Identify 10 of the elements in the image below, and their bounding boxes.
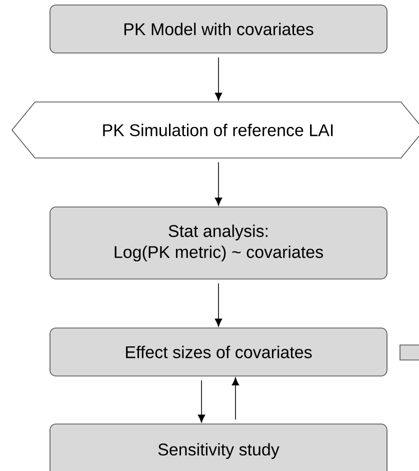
arrow [214,162,222,206]
arrow [214,283,222,327]
arrow [214,57,222,101]
process-box: Stat analysis: Log(PK metric) ~ covariates [50,206,388,280]
arrow [232,377,240,420]
process-box: Sensitivity study [50,424,388,471]
arrow [198,380,206,423]
process-box: Effect sizes of covariates [50,328,388,376]
process-box: PK Model with covariates [50,4,388,54]
empty-box [400,344,419,360]
